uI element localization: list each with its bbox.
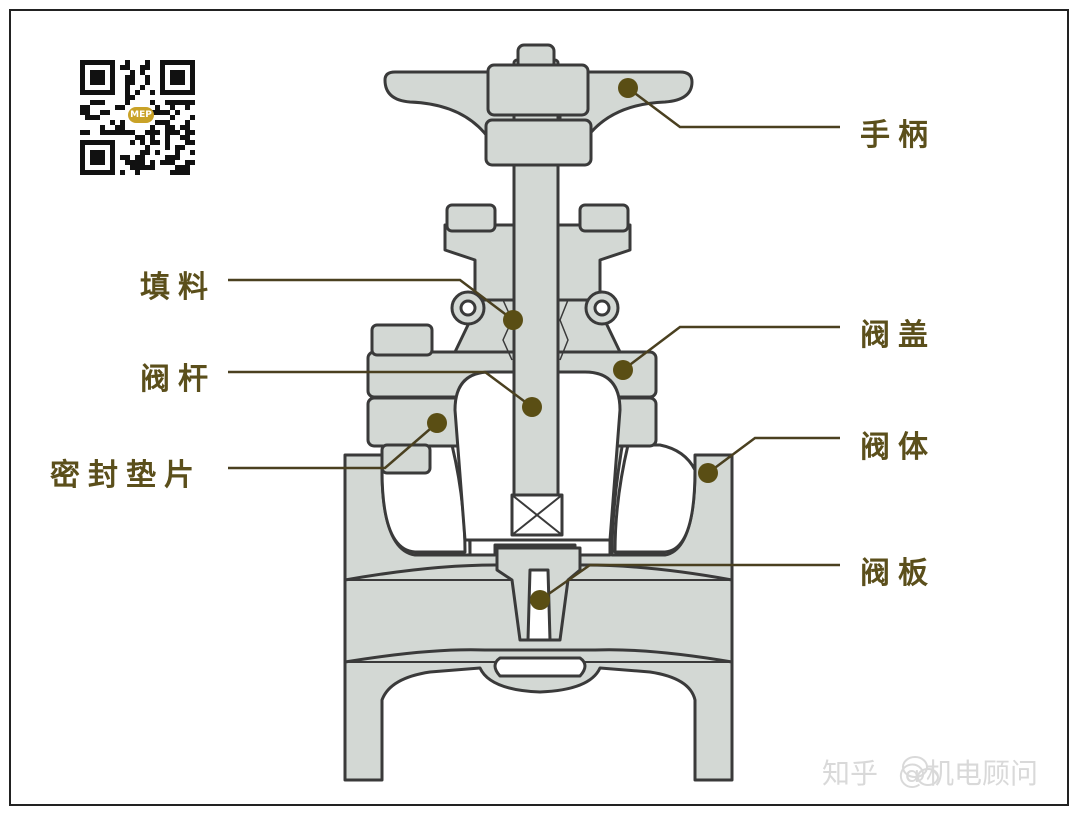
leader-lines — [228, 87, 840, 602]
diagram-frame — [9, 9, 1069, 806]
label-gate: 阀板 — [860, 556, 936, 591]
leader-stem — [228, 370, 533, 409]
handwheel — [383, 70, 694, 142]
seat-bottom — [493, 656, 587, 678]
label-handle: 手柄 — [860, 118, 936, 153]
label-dots — [427, 78, 718, 610]
label-packing: 填料 — [140, 270, 216, 305]
handwheel-nut — [484, 118, 593, 167]
body-cavity-right — [613, 443, 697, 554]
dot-gate — [530, 590, 550, 610]
stem-head-x2 — [511, 494, 563, 536]
body-nut-bottom — [380, 443, 432, 475]
packing-rings — [502, 299, 569, 361]
label-bonnet: 阀盖 — [860, 318, 936, 353]
leader-gasket — [228, 422, 438, 470]
label-body: 阀体 — [860, 430, 936, 465]
wechat-icon — [902, 756, 939, 786]
gland-bolt-left — [445, 203, 497, 233]
watermark-author: @机电顾问 — [898, 757, 1039, 790]
eye-bolt-left-hole — [459, 299, 477, 317]
bonnet-nut-top — [370, 323, 434, 357]
qr-code-icon — [80, 60, 195, 175]
leader-handle — [627, 87, 840, 129]
eye-bolt-right-hole — [593, 299, 611, 317]
label-gasket: 密封垫片 — [50, 458, 202, 493]
handwheel-hub — [486, 63, 590, 117]
leader-body — [707, 436, 840, 475]
dot-stem — [522, 397, 542, 417]
leader-gate — [539, 563, 840, 602]
label-stem: 阀杆 — [140, 362, 216, 397]
dot-handle — [618, 78, 638, 98]
leader-packing — [228, 278, 514, 321]
leader-bonnet — [622, 325, 840, 371]
dot-gasket — [427, 413, 447, 433]
dot-packing — [503, 310, 523, 330]
watermark-site: 知乎 — [822, 757, 879, 790]
dot-bonnet — [613, 360, 633, 380]
qr-logo-text: MEP — [128, 107, 154, 123]
dot-body — [698, 463, 718, 483]
gland-bolt-right — [578, 203, 630, 233]
